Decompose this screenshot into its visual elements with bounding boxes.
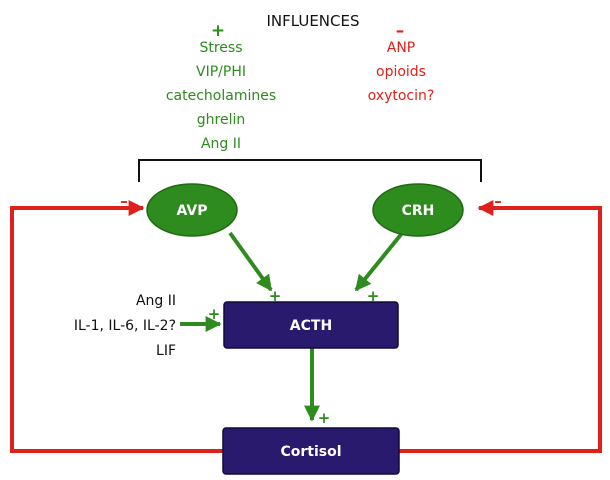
- cytokine-stimulation-sign: +: [208, 305, 221, 323]
- negative-influences-sign: –: [396, 21, 405, 41]
- positive-influence-item: ghrelin: [197, 112, 245, 128]
- negative-influence-item: opioids: [376, 64, 426, 80]
- crh-stimulation-sign: +: [367, 287, 380, 305]
- cortisol-to-avp-feedback-arrow: [10, 200, 223, 453]
- crh-to-acth-arrow: [354, 230, 405, 292]
- negative-influence-item: ANP: [387, 40, 416, 56]
- negative-influences-list: ANP opioids oxytocin?: [368, 40, 435, 104]
- cytokine-line: IL-1, IL-6, IL-2?: [74, 318, 176, 334]
- influences-bracket: [138, 159, 482, 182]
- cortisol-label: Cortisol: [280, 444, 341, 460]
- cytokine-line: LIF: [156, 343, 176, 359]
- cytokine-inputs: Ang II IL-1, IL-6, IL-2? LIF: [74, 293, 176, 359]
- avp-label: AVP: [177, 203, 208, 219]
- positive-influence-item: VIP/PHI: [196, 64, 246, 80]
- avp-stimulation-sign: +: [269, 287, 282, 305]
- avp-to-acth-arrow: [228, 231, 273, 292]
- crh-node: CRH: [372, 183, 464, 237]
- positive-influences-sign: +: [211, 21, 225, 41]
- crh-inhibition-sign: –: [494, 192, 502, 210]
- cortisol-to-crh-feedback-arrow: [398, 200, 602, 453]
- positive-influence-item: Stress: [199, 40, 242, 56]
- positive-influences-list: Stress VIP/PHI catecholamines ghrelin An…: [166, 40, 276, 152]
- crh-label: CRH: [402, 203, 435, 219]
- positive-influence-item: catecholamines: [166, 88, 276, 104]
- avp-inhibition-sign: –: [120, 192, 128, 210]
- acth-label: ACTH: [290, 318, 332, 334]
- acth-stimulation-sign: +: [318, 409, 331, 427]
- acth-node: ACTH: [223, 301, 399, 349]
- negative-influence-item: oxytocin?: [368, 88, 435, 104]
- positive-influence-item: Ang II: [201, 136, 241, 152]
- cytokine-line: Ang II: [136, 293, 176, 309]
- cortisol-node: Cortisol: [222, 427, 400, 475]
- avp-node: AVP: [146, 183, 238, 237]
- influences-title: INFLUENCES: [266, 12, 359, 30]
